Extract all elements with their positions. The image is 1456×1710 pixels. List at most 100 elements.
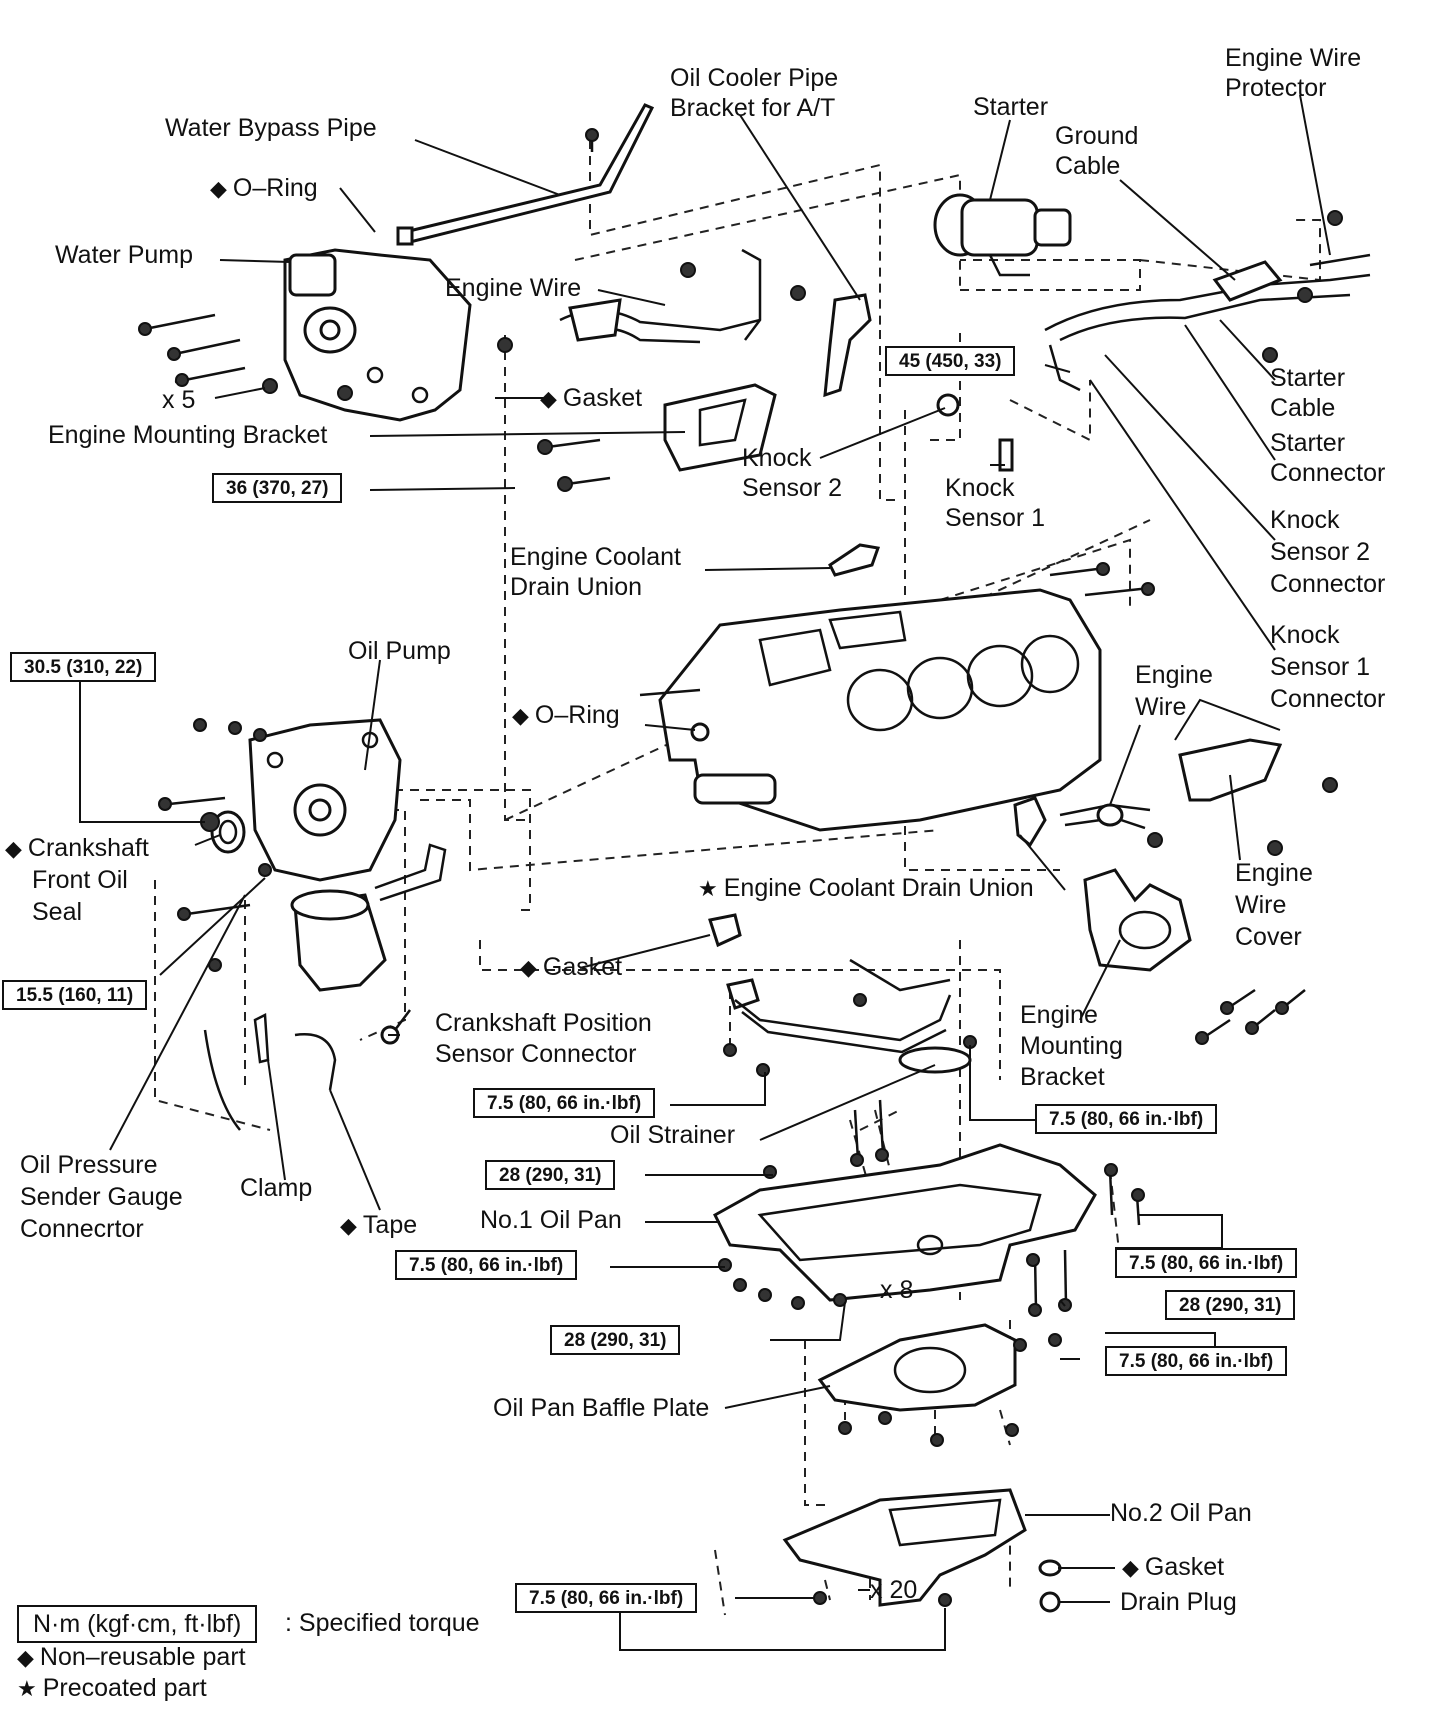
label-engine-wire-protector-line1: Engine Wire bbox=[1225, 44, 1362, 72]
label-oil-cooler-pipe-bracket-line1: Oil Cooler Pipe bbox=[670, 64, 839, 92]
engine-wire-right-shape bbox=[1059, 803, 1151, 830]
diamond-icon: ◆ bbox=[512, 703, 529, 728]
label-o-ring-mid: ◆O–Ring bbox=[512, 701, 620, 729]
torque-28-pan-bottom: 28 (290, 31) bbox=[550, 1325, 681, 1355]
label-knock-sensor-2-connector-line2: Sensor 2 bbox=[1270, 538, 1371, 566]
gasket-mid-shape bbox=[708, 913, 760, 1010]
diamond-icon: ◆ bbox=[210, 176, 227, 201]
label-engine-wire-cover-line1: Engine bbox=[1235, 859, 1313, 887]
torque-7-5-pan-left: 7.5 (80, 66 in.·lbf) bbox=[395, 1250, 578, 1280]
water-pump-shape bbox=[283, 248, 472, 422]
legend-non-reusable: ◆Non–reusable part bbox=[17, 1643, 246, 1671]
label-crankshaft-front-oil-seal-line2: Front Oil bbox=[32, 866, 128, 894]
legend-precoated: ★Precoated part bbox=[17, 1674, 207, 1702]
star-icon: ★ bbox=[17, 1676, 37, 1701]
label-engine-coolant-drain-union-mid: ★Engine Coolant Drain Union bbox=[698, 874, 1034, 902]
label-x8: x 8 bbox=[880, 1276, 914, 1304]
oil-cooler-pipe-shape bbox=[374, 843, 447, 902]
water-bypass-pipe-shape bbox=[396, 103, 655, 246]
oil-strainer-shape bbox=[734, 958, 972, 1074]
crankshaft-position-sensor-shape bbox=[380, 1009, 411, 1045]
label-starter-connector-line1: Starter bbox=[1270, 429, 1346, 457]
legend-torque-units: N·m (kgf·cm, ft·lbf) bbox=[17, 1605, 258, 1643]
engine-mounting-bracket-top-shape bbox=[663, 383, 777, 472]
label-knock-sensor-2-line1: Knock bbox=[742, 444, 812, 472]
label-crankshaft-front-oil-seal-line1: ◆Crankshaft bbox=[5, 834, 149, 862]
engine-wire-cover-shape bbox=[1178, 738, 1283, 802]
label-starter-connector-line2: Connector bbox=[1270, 459, 1386, 487]
torque-30-5: 30.5 (310, 22) bbox=[10, 652, 157, 682]
torque-7-5-no2: 7.5 (80, 66 in.·lbf) bbox=[515, 1583, 698, 1613]
label-no1-oil-pan: No.1 Oil Pan bbox=[480, 1206, 622, 1234]
oil-pan-baffle-plate-shape bbox=[817, 1323, 1017, 1412]
torque-28-pan-left: 28 (290, 31) bbox=[485, 1160, 616, 1190]
label-gasket-top: ◆Gasket bbox=[540, 384, 643, 412]
label-ground-cable-line1: Ground bbox=[1055, 122, 1139, 150]
label-x20: x 20 bbox=[870, 1576, 918, 1604]
legend-torque-desc: : Specified torque bbox=[285, 1609, 480, 1637]
no2-oil-pan-shape bbox=[782, 1488, 1027, 1607]
diamond-icon: ◆ bbox=[1122, 1555, 1139, 1580]
engine-wire-harness-shape bbox=[559, 248, 762, 344]
torque-15-5: 15.5 (160, 11) bbox=[2, 980, 148, 1010]
label-crankshaft-front-oil-seal-line3: Seal bbox=[32, 898, 83, 926]
torque-7-5-strainer-left: 7.5 (80, 66 in.·lbf) bbox=[473, 1088, 656, 1118]
label-oil-pan-baffle-plate: Oil Pan Baffle Plate bbox=[493, 1394, 710, 1422]
label-starter-cable-line1: Starter bbox=[1270, 364, 1346, 392]
label-engine-mounting-bracket-right-line3: Bracket bbox=[1020, 1063, 1105, 1091]
label-engine-wire-right-line1: Engine bbox=[1135, 661, 1213, 689]
cylinder-block-shape bbox=[639, 588, 1102, 832]
label-knock-sensor-1-connector-line2: Sensor 1 bbox=[1270, 653, 1371, 681]
drain-plug-shape bbox=[1038, 1559, 1062, 1613]
label-knock-sensor-1-line2: Sensor 1 bbox=[945, 504, 1046, 532]
label-knock-sensor-2-connector-line3: Connector bbox=[1270, 570, 1386, 598]
label-clamp: Clamp bbox=[240, 1174, 313, 1202]
label-starter-cable-line2: Cable bbox=[1270, 394, 1336, 422]
label-knock-sensor-2-line2: Sensor 2 bbox=[742, 474, 843, 502]
label-gasket-bottom: ◆Gasket bbox=[1122, 1553, 1225, 1581]
label-engine-mounting-bracket-right-line1: Engine bbox=[1020, 1001, 1098, 1029]
oil-cooler-pipe-bracket-shape bbox=[823, 293, 872, 398]
label-engine-mounting-bracket-left: Engine Mounting Bracket bbox=[48, 421, 328, 449]
label-o-ring-top: ◆O–Ring bbox=[210, 174, 318, 202]
label-oil-pressure-sender-line1: Oil Pressure bbox=[20, 1151, 158, 1179]
star-icon: ★ bbox=[698, 876, 718, 901]
label-engine-wire-cover-line2: Wire bbox=[1235, 891, 1287, 919]
label-oil-cooler-pipe-bracket-line2: Bracket for A/T bbox=[670, 94, 836, 122]
label-water-bypass-pipe: Water Bypass Pipe bbox=[165, 114, 377, 142]
knock-sensor-shapes bbox=[936, 393, 1014, 472]
label-tape: ◆Tape bbox=[340, 1211, 418, 1239]
label-x5: x 5 bbox=[162, 386, 196, 414]
no1-oil-pan-shape bbox=[713, 1143, 1097, 1302]
label-engine-wire-cover-line3: Cover bbox=[1235, 923, 1302, 951]
leader-lines bbox=[79, 94, 1331, 1651]
label-water-pump: Water Pump bbox=[55, 241, 194, 269]
label-engine-wire-top: Engine Wire bbox=[445, 274, 582, 302]
engine-coolant-drain-union-mid-shape bbox=[1013, 796, 1047, 848]
torque-7-5-baffle: 7.5 (80, 66 in.·lbf) bbox=[1105, 1346, 1288, 1376]
engine-wire-protector-shape bbox=[1044, 253, 1371, 392]
bolt-icons bbox=[138, 128, 1343, 1607]
torque-45: 45 (450, 33) bbox=[885, 346, 1016, 376]
torque-7-5-pan-right: 7.5 (80, 66 in.·lbf) bbox=[1115, 1248, 1298, 1278]
oil-filter-shape bbox=[290, 889, 387, 992]
label-knock-sensor-1-connector-line1: Knock bbox=[1270, 621, 1340, 649]
label-engine-wire-right-line2: Wire bbox=[1135, 693, 1187, 721]
label-engine-wire-protector-line2: Protector bbox=[1225, 74, 1327, 102]
diamond-icon: ◆ bbox=[17, 1645, 34, 1670]
label-starter: Starter bbox=[973, 93, 1049, 121]
label-engine-mounting-bracket-right-line2: Mounting bbox=[1020, 1032, 1123, 1060]
label-knock-sensor-1-line1: Knock bbox=[945, 474, 1015, 502]
engine-mounting-bracket-right-shape bbox=[1083, 868, 1192, 972]
oil-pump-shape bbox=[248, 718, 402, 882]
diamond-icon: ◆ bbox=[340, 1213, 357, 1238]
label-knock-sensor-2-connector-line1: Knock bbox=[1270, 506, 1340, 534]
label-engine-coolant-drain-union-top-line2: Drain Union bbox=[510, 573, 643, 601]
label-oil-pressure-sender-line3: Connecrtor bbox=[20, 1215, 144, 1243]
diamond-icon: ◆ bbox=[5, 836, 22, 861]
alignment-dashed-lines bbox=[154, 140, 1321, 1616]
label-ground-cable-line2: Cable bbox=[1055, 152, 1121, 180]
label-crankshaft-position-sensor-line1: Crankshaft Position bbox=[435, 1009, 652, 1037]
